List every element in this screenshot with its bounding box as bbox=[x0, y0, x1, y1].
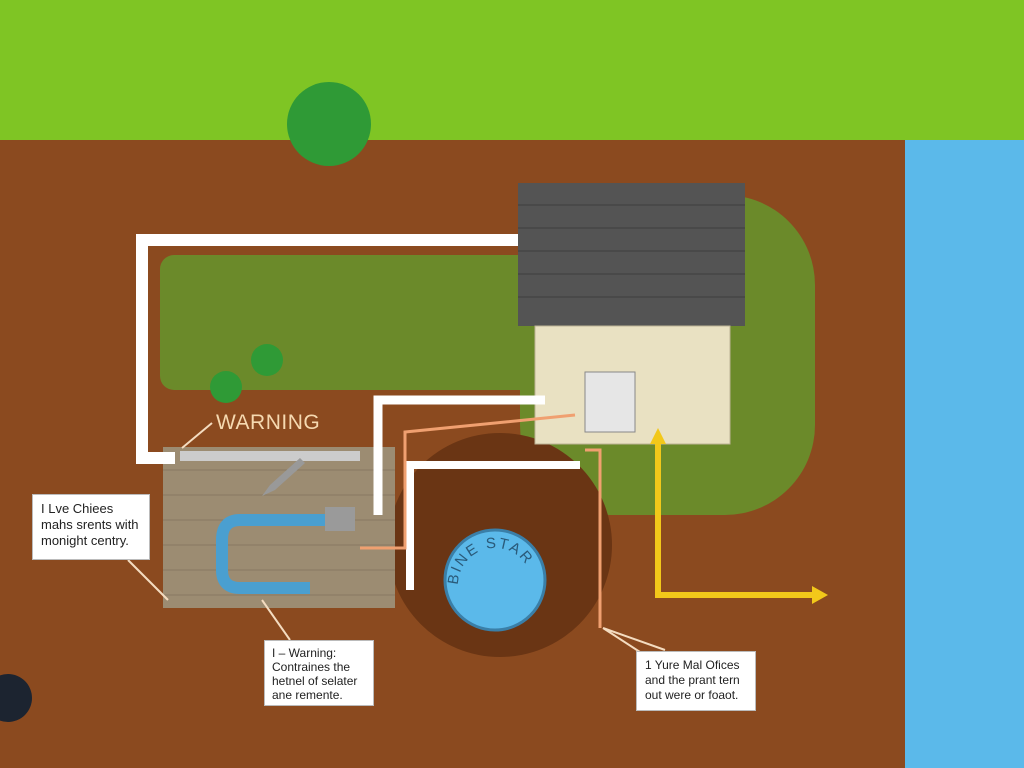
arrow-head-icon bbox=[812, 586, 828, 604]
shrub-icon bbox=[251, 344, 283, 376]
white-pipe-2 bbox=[373, 395, 545, 515]
valve-icon bbox=[325, 507, 355, 531]
arrow-head-icon bbox=[650, 428, 666, 444]
white-pipe-3 bbox=[406, 461, 580, 590]
callout-line: Contraines the bbox=[272, 660, 351, 674]
callout-left: I Lve Chiees mahs srents with monight ce… bbox=[32, 494, 150, 560]
utility-box bbox=[584, 371, 636, 433]
septic-tank bbox=[443, 528, 547, 632]
warning-title: WARNING bbox=[216, 411, 321, 434]
callout-line: hetnel of selater bbox=[272, 674, 358, 688]
callout-line: mahs srents with bbox=[41, 517, 139, 532]
white-pipe bbox=[136, 234, 518, 464]
callout-line: and the prant tern bbox=[645, 673, 740, 687]
shrub-icon bbox=[210, 371, 242, 403]
callout-line: out were or foaot. bbox=[645, 688, 739, 702]
callout-line: ane remente. bbox=[272, 688, 343, 702]
callout-line: 1 Yure Mal Ofices bbox=[645, 658, 740, 672]
tree-icon bbox=[287, 82, 371, 166]
callout-line: I – Warning: bbox=[272, 646, 337, 660]
lawn-area bbox=[160, 255, 580, 390]
probe-icon bbox=[262, 458, 305, 496]
callout-line: I Lve Chiees bbox=[41, 501, 114, 516]
grass-area bbox=[0, 0, 1024, 140]
rock-icon bbox=[0, 674, 32, 722]
yellow-flow-arrow bbox=[655, 440, 815, 598]
blue-pipe bbox=[216, 514, 330, 594]
callout-right: 1 Yure Mal Ofices and the prant tern out… bbox=[636, 651, 756, 711]
callout-line: monight centry. bbox=[41, 533, 129, 548]
water-area bbox=[905, 140, 1024, 768]
orange-pipe bbox=[360, 413, 576, 550]
orange-pipe-2 bbox=[585, 448, 602, 628]
house-roof bbox=[518, 183, 745, 326]
callout-warning: I – Warning: Contraines the hetnel of se… bbox=[264, 640, 374, 706]
paving-area bbox=[163, 447, 395, 608]
